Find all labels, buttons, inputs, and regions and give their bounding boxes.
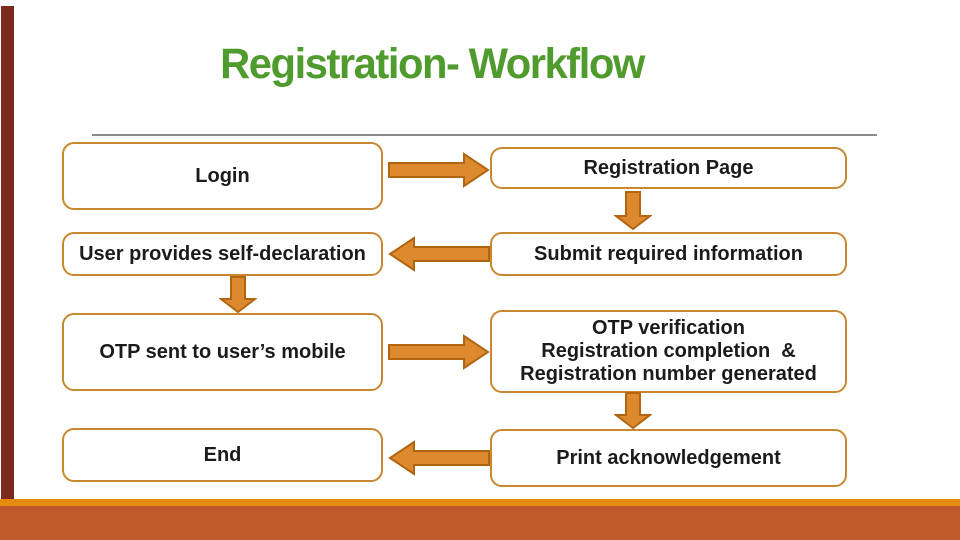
left-accent-bar: [1, 6, 14, 502]
arrow-otp-verification-to-print: [614, 392, 652, 430]
arrow-registration-to-submit: [614, 191, 652, 231]
flow-box-login: Login: [62, 142, 383, 210]
flow-box-end: End: [62, 428, 383, 482]
flow-box-registration-page: Registration Page: [490, 147, 847, 189]
flow-box-label: Print acknowledgement: [556, 446, 781, 469]
bottom-brick-bar: [0, 506, 960, 540]
flow-box-label: Registration Page: [583, 156, 754, 179]
flow-box-submit-info: Submit required information: [490, 232, 847, 276]
flow-box-label: Login: [195, 164, 250, 187]
flow-box-label-line2: Registration completion &: [541, 340, 796, 362]
flow-box-otp-sent: OTP sent to user’s mobile: [62, 313, 383, 391]
arrow-print-to-end: [388, 440, 490, 476]
flow-box-print-acknowledgement: Print acknowledgement: [490, 429, 847, 487]
flow-box-label: User provides self-declaration: [79, 242, 366, 265]
flow-box-label: Submit required information: [534, 242, 803, 265]
flow-box-label-line3: Registration number generated: [520, 363, 817, 385]
arrow-login-to-registration: [388, 152, 490, 188]
flow-box-otp-verification: OTP verification Registration completion…: [490, 310, 847, 393]
flow-box-self-declaration: User provides self-declaration: [62, 232, 383, 276]
arrow-otp-sent-to-otp-verification: [388, 334, 490, 370]
page-title: Registration- Workflow: [220, 40, 645, 88]
bottom-orange-strip: [0, 499, 960, 506]
arrow-self-declaration-to-otp-sent: [219, 276, 257, 314]
flow-box-label: End: [203, 443, 242, 466]
flow-box-label: OTP sent to user’s mobile: [99, 340, 346, 363]
title-rule: [92, 134, 877, 136]
flow-box-label-line1: OTP verification: [591, 317, 745, 339]
arrow-submit-to-self-declaration: [388, 236, 490, 272]
